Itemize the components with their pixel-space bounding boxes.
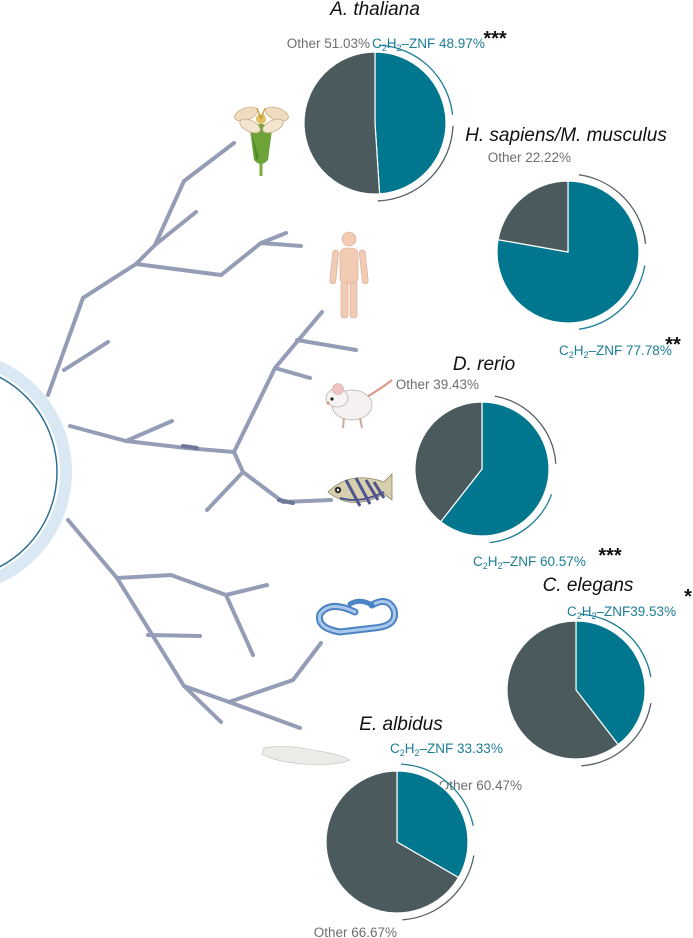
significance-stars: * bbox=[684, 586, 692, 608]
znf-label: C2H2–ZNF 48.97% bbox=[372, 36, 485, 53]
znf-label: C2H2–ZNF 60.57% bbox=[473, 554, 586, 571]
significance-stars: *** bbox=[598, 545, 622, 567]
tree-branch bbox=[227, 641, 323, 704]
species-title: H. sapiens/M. musculus bbox=[465, 125, 667, 146]
tree-branch bbox=[205, 450, 246, 512]
pie-slice-znf bbox=[575, 620, 646, 746]
zebrafish-icon bbox=[327, 473, 393, 507]
other-label: Other 39.43% bbox=[396, 377, 479, 392]
significance-stars: *** bbox=[483, 28, 507, 50]
other-bracket bbox=[581, 703, 652, 767]
tree-branch-node bbox=[181, 444, 199, 450]
other-label: Other 51.03% bbox=[287, 36, 370, 51]
tree-branch bbox=[224, 583, 269, 597]
pie-slice-other bbox=[303, 51, 381, 195]
tree-branch bbox=[62, 340, 110, 372]
tree-branch bbox=[66, 518, 302, 730]
pie-slice-znf bbox=[396, 770, 469, 879]
other-label: Other 60.47% bbox=[439, 778, 522, 793]
species-title: E. albidus bbox=[359, 714, 443, 735]
tree-branch bbox=[124, 419, 174, 443]
tree-branch bbox=[68, 424, 236, 454]
znf-bracket bbox=[401, 763, 474, 826]
znf-bracket bbox=[489, 494, 553, 544]
tree-branch bbox=[134, 231, 288, 278]
pie-slice-other bbox=[414, 401, 483, 523]
species-title: D. rerio bbox=[453, 354, 515, 375]
pie-slice-znf bbox=[439, 401, 550, 537]
tree-branch bbox=[46, 141, 236, 397]
pie-slice-znf bbox=[374, 51, 447, 195]
nematode-icon bbox=[315, 597, 399, 636]
tree-branch bbox=[241, 470, 333, 505]
other-bracket bbox=[578, 174, 647, 244]
tree-branch bbox=[259, 241, 303, 248]
tree-branch bbox=[115, 572, 255, 657]
znf-bracket bbox=[379, 44, 454, 115]
znf-label: C2H2–ZNF39.53% bbox=[567, 604, 676, 621]
tree-branch-node bbox=[277, 498, 295, 505]
znf-bracket bbox=[579, 613, 652, 677]
tree-root-circle bbox=[0, 360, 72, 584]
tree-branch bbox=[153, 210, 198, 247]
tree-branch bbox=[182, 684, 223, 724]
other-bracket bbox=[402, 855, 475, 921]
planarian-icon bbox=[261, 746, 351, 765]
mouse-icon bbox=[325, 379, 393, 429]
flower-icon bbox=[234, 106, 289, 176]
tree-branch bbox=[273, 366, 312, 380]
other-label: Other 66.67% bbox=[314, 925, 397, 938]
tree-branch bbox=[295, 338, 358, 352]
human-icon bbox=[329, 231, 369, 319]
significance-stars: ** bbox=[665, 334, 681, 356]
other-bracket bbox=[494, 395, 557, 464]
pie-slice-other bbox=[506, 620, 620, 760]
other-bracket bbox=[377, 125, 454, 202]
znf-label: C2H2–ZNF 33.33% bbox=[390, 741, 503, 758]
other-label: Other 22.22% bbox=[488, 150, 571, 165]
species-title: C. elegans bbox=[543, 575, 634, 596]
znf-label: C2H2–ZNF 77.78% bbox=[559, 343, 672, 360]
pie-slice-other bbox=[497, 180, 569, 253]
pie-slice-other bbox=[325, 770, 460, 914]
znf-bracket bbox=[578, 265, 646, 330]
phylogenetic-tree bbox=[46, 141, 358, 730]
tree-branch bbox=[146, 633, 202, 638]
species-title: A. thaliana bbox=[329, 0, 420, 20]
tree-branch bbox=[232, 310, 324, 454]
